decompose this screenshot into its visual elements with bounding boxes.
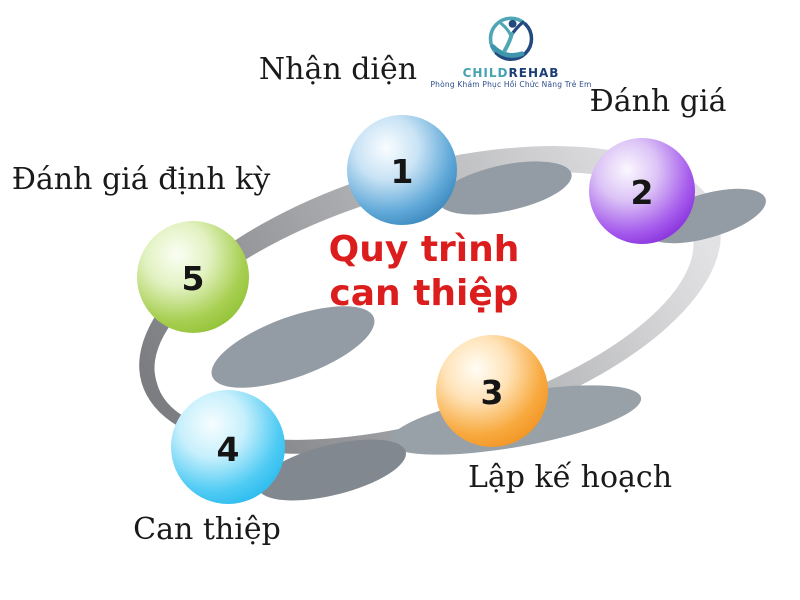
brand-child: CHILD	[462, 66, 509, 80]
diagram-title: Quy trình can thiệp	[329, 228, 520, 316]
step-number-4: 4	[217, 430, 240, 469]
step-label-1: Nhận diện	[258, 52, 418, 87]
step-label-4: Can thiệp	[133, 512, 281, 547]
step-number-2: 2	[631, 173, 654, 212]
clinic-wordmark: CHILDREHAB	[411, 67, 611, 79]
step-circle-5	[137, 221, 249, 333]
step-shadow-1	[438, 161, 572, 215]
step-circle-4	[171, 390, 285, 504]
step-label-5: Đánh giá định kỳ	[11, 162, 271, 197]
step-number-3: 3	[481, 373, 504, 412]
step-label-3: Lập kế hoạch	[467, 460, 673, 495]
diagram-title-line2: can thiệp	[329, 273, 519, 314]
step-label-2: Đánh giá	[589, 84, 727, 119]
brand-rehab: REHAB	[508, 66, 560, 80]
cycle-ring	[139, 146, 721, 454]
diagram-title-line1: Quy trình	[328, 229, 520, 270]
step-number-5: 5	[182, 259, 205, 298]
childrehab-logo-icon	[488, 16, 534, 61]
step-circle-3	[436, 335, 548, 447]
clinic-tagline: Phòng Khám Phục Hồi Chức Năng Trẻ Em	[430, 80, 592, 89]
step-circle-1	[347, 115, 457, 225]
step-circle-2	[589, 138, 695, 244]
step-shadow-5	[211, 306, 375, 388]
clinic-logo: CHILDREHAB Phòng Khám Phục Hồi Chức Năng…	[411, 12, 611, 89]
step-shadow-4	[258, 439, 406, 501]
step-number-1: 1	[391, 152, 414, 191]
